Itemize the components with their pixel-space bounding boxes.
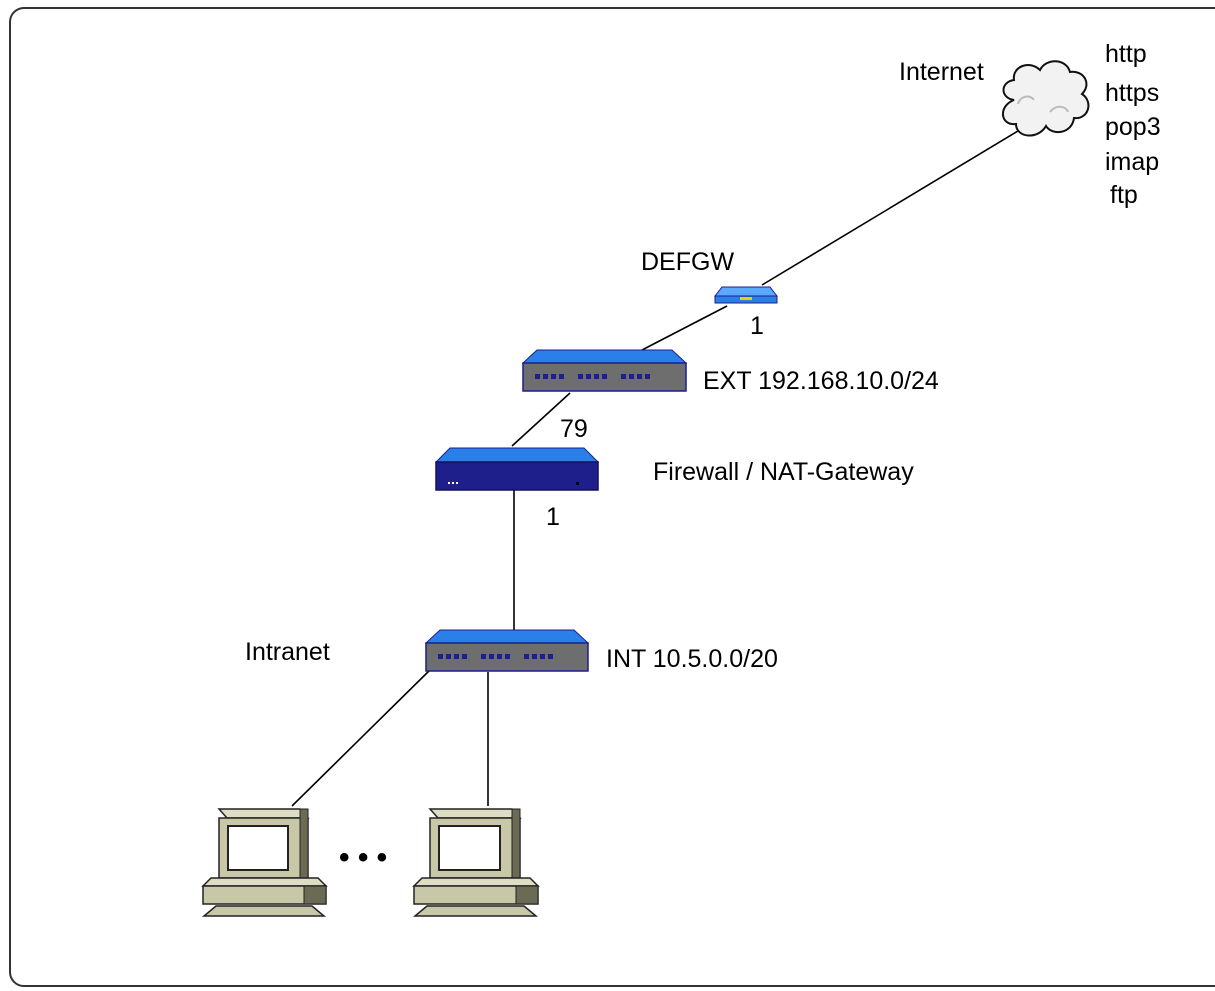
firewall-int-port-label: 1	[546, 503, 560, 531]
ext-switch-port-label: 79	[560, 415, 588, 443]
defgw-port-label: 1	[750, 312, 764, 340]
diagram-frame	[9, 7, 1215, 987]
workstation-icon	[412, 808, 540, 917]
link-cloud-defgw	[761, 130, 1019, 286]
link-ext-switch-firewall	[511, 392, 571, 447]
int-network-label: INT 10.5.0.0/20	[606, 645, 778, 673]
workstation-ellipsis: • • •	[339, 841, 387, 874]
router-icon	[713, 286, 779, 304]
workstation-icon	[201, 808, 328, 917]
internet-label: Internet	[899, 58, 984, 86]
firewall-label: Firewall / NAT-Gateway	[653, 458, 914, 486]
link-int-switch-pc1	[291, 667, 433, 807]
service-item: http	[1105, 40, 1147, 68]
firewall-icon	[434, 447, 600, 491]
internet-cloud-icon	[1002, 60, 1090, 137]
service-item: https	[1105, 79, 1159, 107]
service-list: http https pop3 imap ftp	[1105, 40, 1161, 209]
intranet-label: Intranet	[245, 638, 330, 666]
links	[291, 130, 1019, 807]
service-item: pop3	[1105, 113, 1161, 141]
ext-network-label: EXT 192.168.10.0/24	[703, 367, 939, 395]
defgw-label: DEFGW	[641, 248, 734, 276]
switch-icon	[424, 629, 590, 672]
switch-icon	[521, 349, 688, 392]
service-item: imap	[1105, 148, 1159, 176]
service-item: ftp	[1110, 181, 1138, 209]
link-defgw-ext-switch	[641, 305, 728, 351]
